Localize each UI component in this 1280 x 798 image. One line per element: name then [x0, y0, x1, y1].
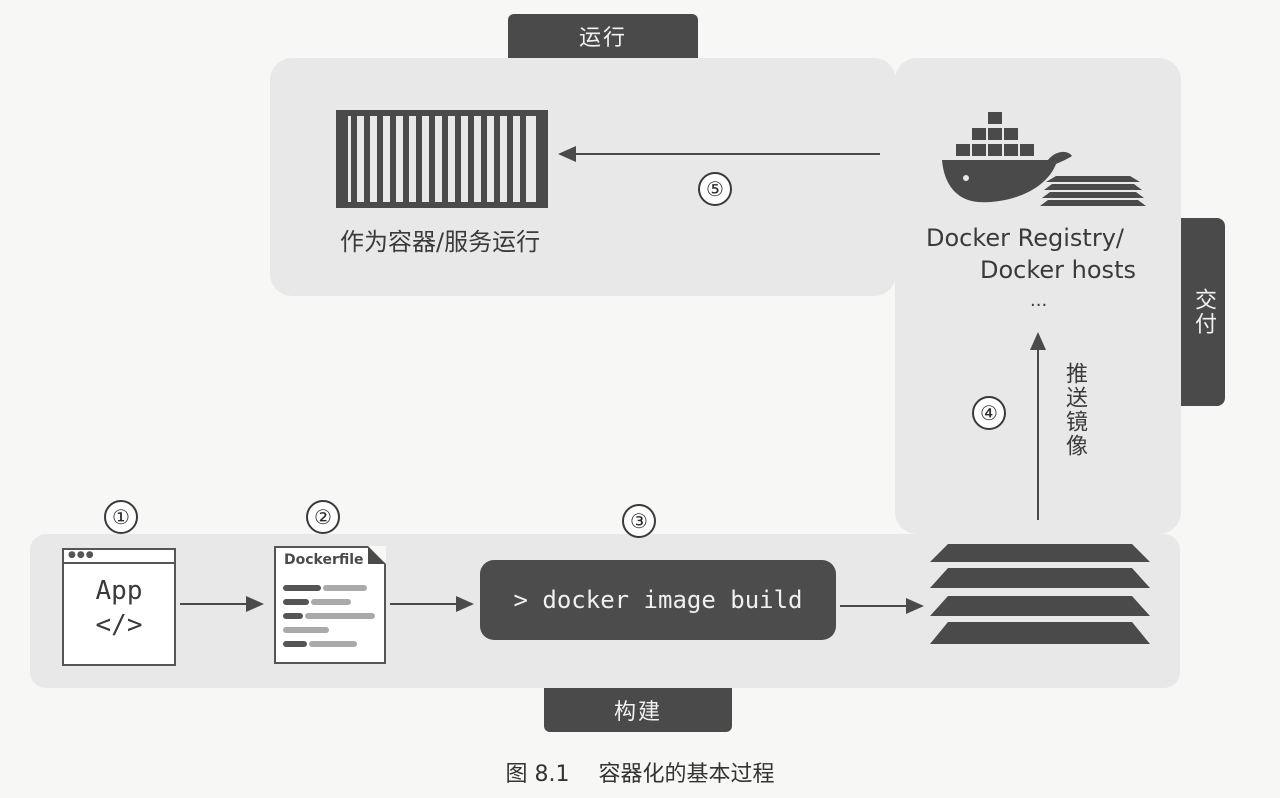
docker-whale-icon: [942, 112, 1072, 203]
build-tab: 构建: [544, 688, 732, 732]
step-2: ②: [306, 500, 340, 534]
app-text: App: [95, 576, 143, 606]
page-fold-icon: [368, 546, 386, 564]
step-4: ④: [972, 396, 1006, 430]
container-label: 作为容器/服务运行: [340, 228, 541, 256]
figure-caption: 图 8.1 容器化的基本过程: [0, 756, 1280, 788]
step-3: ③: [622, 504, 656, 538]
step-1: ①: [104, 500, 138, 534]
caption-number: 图 8.1: [505, 762, 570, 787]
registry-ellipsis: ...: [1030, 290, 1048, 311]
shipping-container-icon: [336, 110, 548, 208]
app-code: </>: [95, 610, 143, 640]
push-label: 推送镜像: [1062, 362, 1087, 458]
window-dots-icon: ●●●: [68, 550, 95, 560]
dockerfile-title: Dockerfile: [284, 552, 364, 568]
registry-line1: Docker Registry/: [926, 224, 1124, 252]
run-tab: 运行: [508, 14, 698, 58]
app-window-icon: ●●● App </>: [62, 548, 176, 666]
dockerfile-lines: [283, 585, 375, 647]
image-layers-icon: [930, 544, 1150, 644]
caption-text: 容器化的基本过程: [598, 762, 775, 787]
deliver-tab: 交付: [1181, 218, 1225, 406]
step-5: ⑤: [698, 172, 732, 206]
registry-line2: Docker hosts: [980, 256, 1136, 284]
registry-image-stack-icon: [1040, 176, 1146, 206]
docker-build-command: > docker image build: [480, 560, 836, 640]
dockerfile-icon: Dockerfile: [274, 546, 386, 664]
